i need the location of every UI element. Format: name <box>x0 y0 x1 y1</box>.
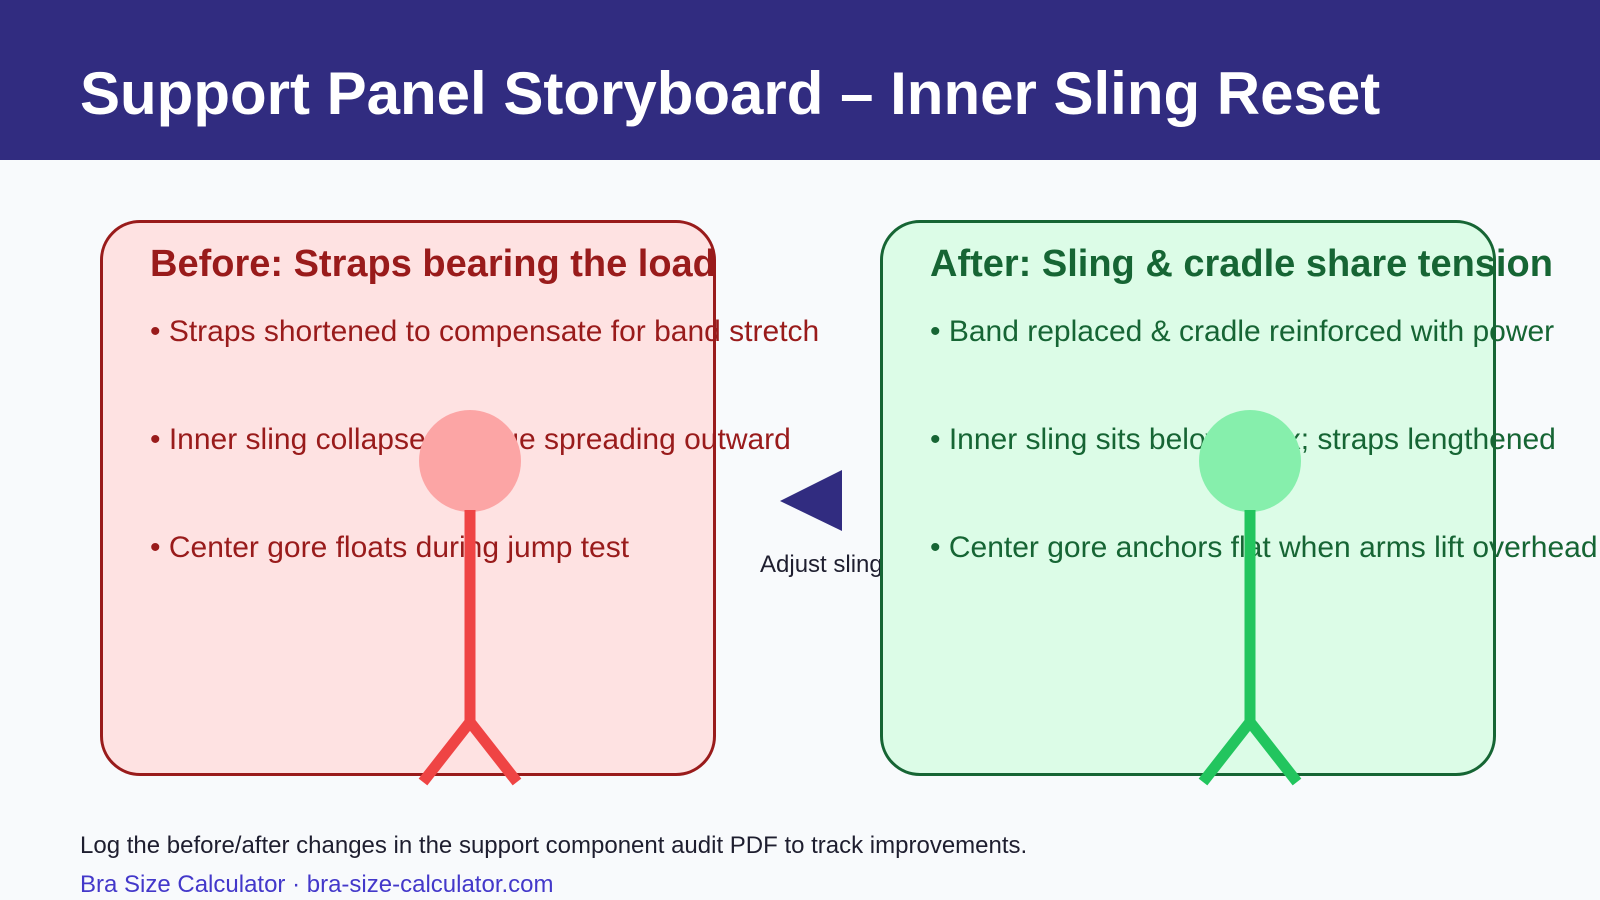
before-bullet: • Center gore floats during jump test <box>150 531 630 564</box>
figure-right-leg <box>1245 718 1302 786</box>
figure-right-leg <box>465 718 522 786</box>
after-panel <box>880 220 1496 776</box>
after-bullet: • Band replaced & cradle reinforced with… <box>930 315 1555 348</box>
before-bullet: • Straps shortened to compensate for ban… <box>150 315 820 348</box>
footer-link[interactable]: Bra Size Calculator · bra-size-calculato… <box>80 871 554 898</box>
footnote: Log the before/after changes in the supp… <box>80 832 1028 859</box>
after-bullet: • Center gore anchors flat when arms lif… <box>930 531 1598 564</box>
figure-head <box>419 410 521 512</box>
figure-left-leg <box>418 718 475 786</box>
figure-head <box>1199 410 1301 512</box>
before-figure-icon <box>418 410 522 786</box>
page-title: Support Panel Storyboard – Inner Sling R… <box>80 60 1381 127</box>
after-figure-icon <box>1198 410 1302 786</box>
left-arrow-icon <box>780 470 842 531</box>
before-panel <box>100 220 716 776</box>
before-heading: Before: Straps bearing the load <box>150 243 716 285</box>
header-banner <box>0 0 1600 160</box>
figure-left-leg <box>1198 718 1255 786</box>
after-heading: After: Sling & cradle share tension <box>930 243 1553 285</box>
